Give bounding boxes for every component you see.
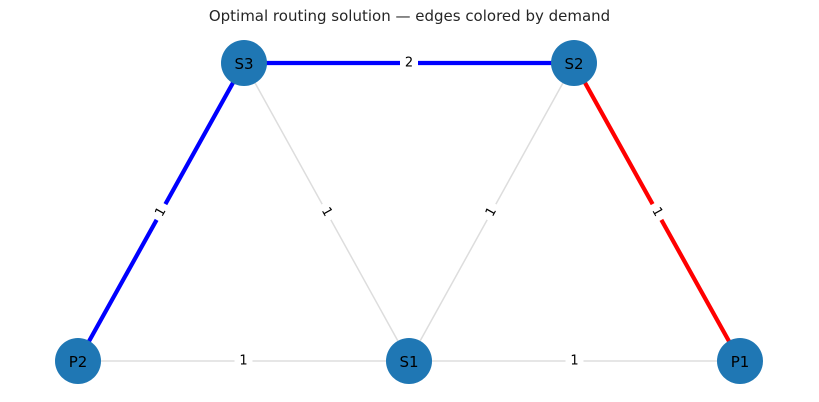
page-title: Optimal routing solution — edges colored… (208, 7, 611, 25)
edge-label-backdrop (479, 199, 504, 225)
node-label-s2: S2 (564, 55, 583, 73)
edge-label-backdrop (234, 352, 253, 370)
node-circle-s3[interactable] (221, 40, 267, 86)
node-p1[interactable]: P1 (717, 338, 763, 384)
node-s1[interactable]: S1 (386, 338, 432, 384)
node-circle-p1[interactable] (717, 338, 763, 384)
node-s3[interactable]: S3 (221, 40, 267, 86)
edge-label-group-p2-s3: 1 (148, 199, 174, 225)
node-circle-s1[interactable] (386, 338, 432, 384)
node-circle-s2[interactable] (551, 40, 597, 86)
edge-label-backdrop (565, 352, 584, 370)
edge-label-backdrop (400, 54, 418, 72)
edge-label-group-s1-s2: 1 (479, 199, 504, 225)
edge-label-group-s1-p1: 1 (565, 352, 584, 370)
edge-label-s3-s2: 2 (405, 56, 413, 71)
edge-label-group-s2-p1: 1 (644, 199, 670, 225)
edge-labels-layer: 2 1 1 1 1 1 1 (148, 54, 670, 370)
edge-label-s1-p1: 1 (570, 354, 578, 369)
node-s2[interactable]: S2 (551, 40, 597, 86)
edge-label-group-p2-s1: 1 (234, 352, 253, 370)
edge-label-backdrop (314, 199, 339, 225)
node-label-p2: P2 (69, 353, 88, 371)
edges-layer (75, 60, 743, 364)
node-p2[interactable]: P2 (55, 338, 101, 384)
node-label-p1: P1 (731, 353, 750, 371)
node-circle-p2[interactable] (55, 338, 101, 384)
edge-label-backdrop (148, 199, 174, 225)
edge-label-backdrop (644, 199, 670, 225)
edge-label-group-s3-s1: 1 (314, 199, 339, 225)
node-label-s1: S1 (399, 353, 418, 371)
edge-label-group-s3-s2: 2 (400, 54, 418, 72)
node-label-s3: S3 (234, 55, 253, 73)
edge-label-p2-s1: 1 (239, 354, 247, 369)
